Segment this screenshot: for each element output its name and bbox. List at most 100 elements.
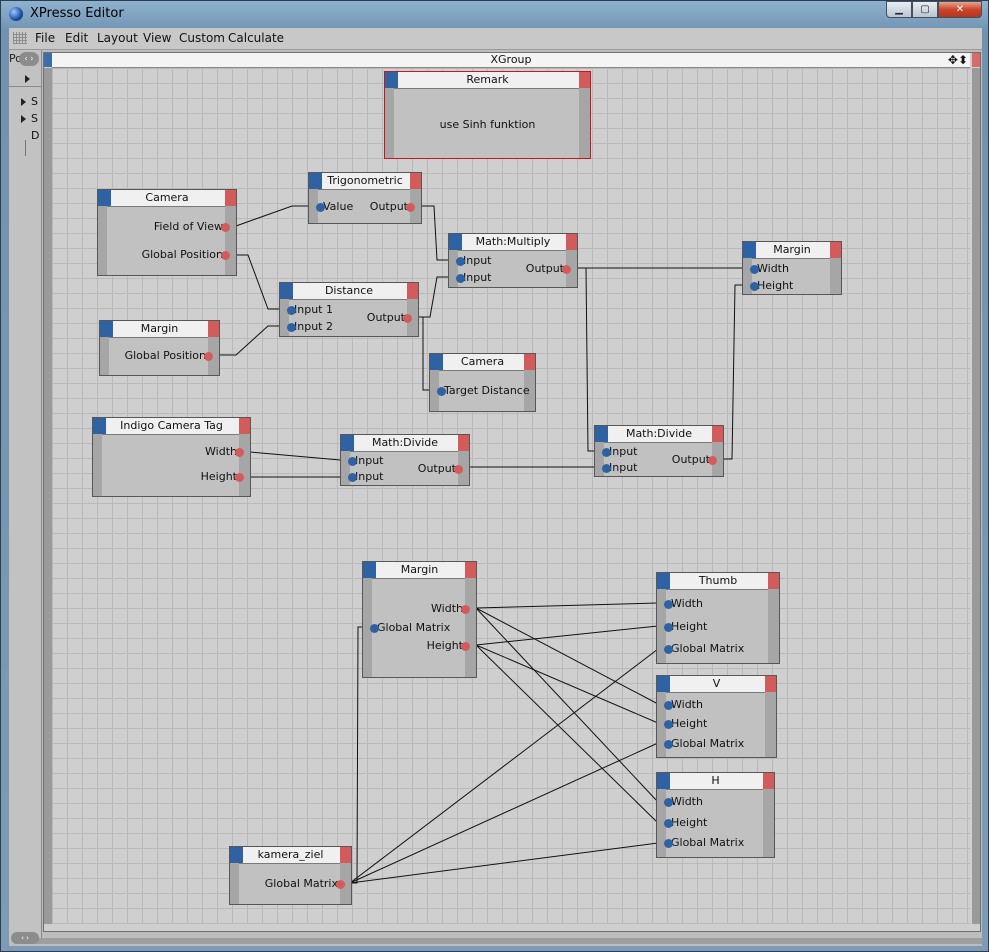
input-port[interactable]: Height (750, 279, 793, 293)
input-port[interactable]: Width (664, 795, 703, 809)
node-input-tab[interactable] (595, 426, 608, 442)
menu-calculate[interactable]: Calculate (228, 31, 285, 45)
node-header[interactable]: Distance (280, 283, 418, 300)
move-icon[interactable]: ✥ (947, 53, 958, 67)
math-divide-node[interactable]: Math:Divide Input Input Output (594, 425, 724, 477)
node-output-tab[interactable] (407, 283, 418, 299)
menu-grip-icon[interactable] (13, 32, 27, 44)
node-input-tab[interactable] (100, 321, 113, 337)
port-dot[interactable] (235, 473, 244, 482)
node-output-tab[interactable] (712, 426, 723, 442)
math-divide-node[interactable]: Math:Divide Input Input Output (340, 434, 470, 486)
node-input-tab[interactable] (743, 242, 756, 258)
input-port[interactable]: Input (456, 254, 491, 268)
port-dot[interactable] (461, 605, 470, 614)
input-port[interactable]: Input (602, 445, 637, 459)
node-header[interactable]: Thumb (657, 573, 779, 590)
port-dot[interactable] (664, 623, 673, 632)
node-output-tab[interactable] (225, 190, 236, 206)
input-port[interactable]: Value (316, 200, 353, 214)
port-dot[interactable] (221, 223, 230, 232)
node-header[interactable]: Indigo Camera Tag (93, 418, 250, 435)
port-dot[interactable] (204, 352, 213, 361)
port-dot[interactable] (348, 457, 357, 466)
port-dot[interactable] (562, 265, 571, 274)
input-port[interactable]: Height (664, 717, 707, 731)
port-dot[interactable] (664, 740, 673, 749)
tree-expand-icon[interactable] (21, 98, 26, 106)
port-dot[interactable] (664, 819, 673, 828)
node-input-tab[interactable] (341, 435, 354, 451)
input-port[interactable]: Input (602, 461, 637, 475)
node-input-tab[interactable] (657, 676, 670, 692)
menu-file[interactable]: File (35, 31, 56, 45)
title-bar[interactable]: XPresso Editor ▁ ▢ ✕ (1, 1, 988, 27)
margin-node[interactable]: Margin Global Position (99, 320, 220, 376)
node-input-tab[interactable] (657, 773, 670, 789)
node-output-tab[interactable] (566, 234, 577, 250)
node-input-tab[interactable] (363, 562, 376, 578)
node-header[interactable]: kamera_ziel (230, 847, 351, 864)
tree-item[interactable]: S (9, 94, 41, 112)
port-dot[interactable] (348, 473, 357, 482)
port-dot[interactable] (664, 701, 673, 710)
node-input-tab[interactable] (280, 283, 293, 299)
node-input-tab[interactable] (93, 418, 106, 434)
input-port[interactable]: Width (750, 262, 789, 276)
node-header[interactable]: V (657, 676, 776, 693)
node-input-tab[interactable] (309, 173, 322, 189)
scale-icon[interactable]: ⬍ (957, 53, 968, 67)
menu-edit[interactable]: Edit (65, 31, 89, 45)
margin-node[interactable]: Margin Width Global Matrix Height (362, 561, 477, 678)
input-port[interactable]: Input (456, 271, 491, 285)
output-port[interactable]: Height (201, 470, 244, 484)
input-port[interactable]: Input (348, 454, 383, 468)
node-output-tab[interactable] (524, 354, 535, 370)
node-header[interactable]: Margin (743, 242, 841, 259)
input-port[interactable]: Width (664, 597, 703, 611)
port-dot[interactable] (664, 720, 673, 729)
v-node[interactable]: V Width Height Global Matrix (656, 675, 777, 758)
remark-node[interactable]: Remark use Sinh funktion (384, 71, 591, 159)
node-output-tab[interactable] (579, 72, 590, 88)
port-dot[interactable] (750, 282, 759, 291)
input-port[interactable]: Input (348, 470, 383, 484)
output-port[interactable]: Height (427, 639, 470, 653)
xgroup-input-bar[interactable] (44, 53, 52, 67)
output-port[interactable]: Global Matrix (265, 877, 345, 891)
output-port[interactable]: Output (526, 262, 571, 276)
port-dot[interactable] (456, 257, 465, 266)
node-output-tab[interactable] (768, 573, 779, 589)
output-port[interactable]: Output (418, 462, 463, 476)
port-dot[interactable] (235, 448, 244, 457)
input-port[interactable]: Input 1 (287, 303, 333, 317)
node-header[interactable]: Margin (363, 562, 476, 579)
input-port[interactable]: Height (664, 816, 707, 830)
kamera-ziel-node[interactable]: kamera_ziel Global Matrix (229, 846, 352, 905)
node-input-tab[interactable] (385, 72, 398, 88)
output-port[interactable]: Output (370, 200, 415, 214)
port-dot[interactable] (287, 306, 296, 315)
port-dot[interactable] (602, 464, 611, 473)
node-output-tab[interactable] (208, 321, 219, 337)
output-port[interactable]: Output (367, 311, 412, 325)
node-output-tab[interactable] (765, 676, 776, 692)
node-input-tab[interactable] (430, 354, 443, 370)
port-dot[interactable] (454, 465, 463, 474)
xpool-tab[interactable]: Po (9, 52, 41, 68)
port-dot[interactable] (461, 642, 470, 651)
input-port[interactable]: Width (664, 698, 703, 712)
port-dot[interactable] (316, 203, 325, 212)
node-input-tab[interactable] (657, 573, 670, 589)
output-port[interactable]: Global Position (142, 248, 230, 262)
node-output-tab[interactable] (410, 173, 421, 189)
node-output-tab[interactable] (458, 435, 469, 451)
minimize-button[interactable]: ▁ (886, 1, 912, 18)
menu-custom[interactable]: Custom (179, 31, 225, 45)
maximize-button[interactable]: ▢ (912, 1, 938, 18)
h-node[interactable]: H Width Height Global Matrix (656, 772, 775, 858)
scroll-arrows-icon[interactable]: ‹ › (11, 932, 39, 944)
expand-arrow-icon[interactable] (25, 75, 30, 83)
node-header[interactable]: H (657, 773, 774, 790)
node-output-tab[interactable] (465, 562, 476, 578)
